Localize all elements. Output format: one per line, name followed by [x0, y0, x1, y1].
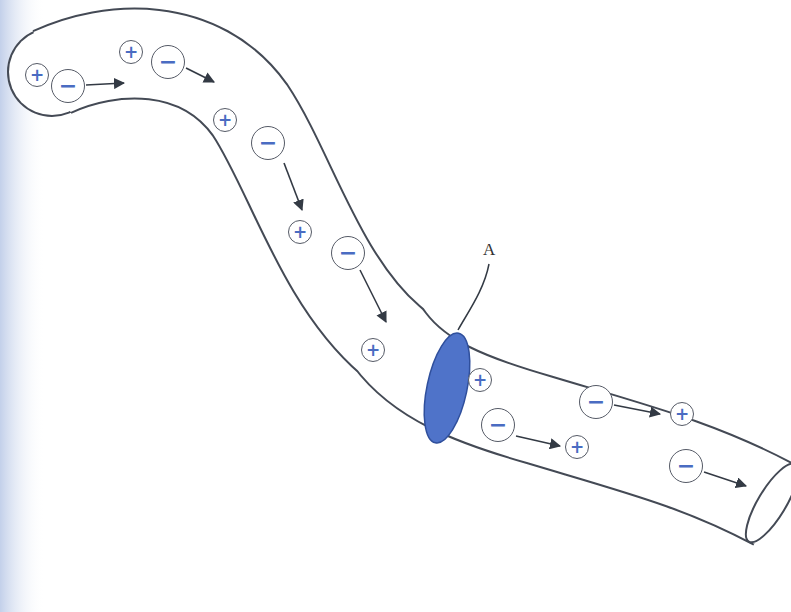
charge-sign: + — [675, 406, 689, 423]
charge-sign: − — [259, 132, 277, 154]
charge-sign: + — [124, 44, 138, 61]
charge-sign: + — [293, 224, 307, 241]
charge-circle: − — [251, 126, 285, 160]
charge-sign: − — [489, 414, 507, 436]
charge-sign: − — [587, 391, 605, 413]
charge-circle: + — [468, 368, 492, 392]
charge-circle: + — [565, 435, 589, 459]
charge-circle: + — [213, 108, 237, 132]
charge-sign: + — [218, 112, 232, 129]
charge-sign: + — [570, 439, 584, 456]
charge-circle: − — [481, 408, 515, 442]
charge-circle: + — [670, 402, 694, 426]
charge-sign: + — [366, 342, 380, 359]
charge-circle: + — [288, 220, 312, 244]
cross-section-disk — [416, 329, 478, 447]
charge-circle: + — [119, 40, 143, 64]
charge-sign: − — [59, 75, 77, 97]
charge-circle: − — [151, 45, 185, 79]
charge-circle: − — [669, 449, 703, 483]
motion-arrows — [86, 68, 746, 486]
charge-sign: + — [473, 372, 487, 389]
charge-circle: + — [25, 63, 49, 87]
charge-sign: − — [677, 455, 695, 477]
charge-sign: − — [159, 51, 177, 73]
wire-tube — [7, 27, 791, 549]
part-label: A — [483, 240, 495, 260]
charge-sign: + — [30, 67, 44, 84]
charge-circle: − — [579, 385, 613, 419]
charge-circle: − — [51, 69, 85, 103]
charge-circle: + — [361, 338, 385, 362]
charge-sign: − — [339, 242, 357, 264]
charge-circle: − — [331, 236, 365, 270]
leader-line — [458, 264, 489, 330]
